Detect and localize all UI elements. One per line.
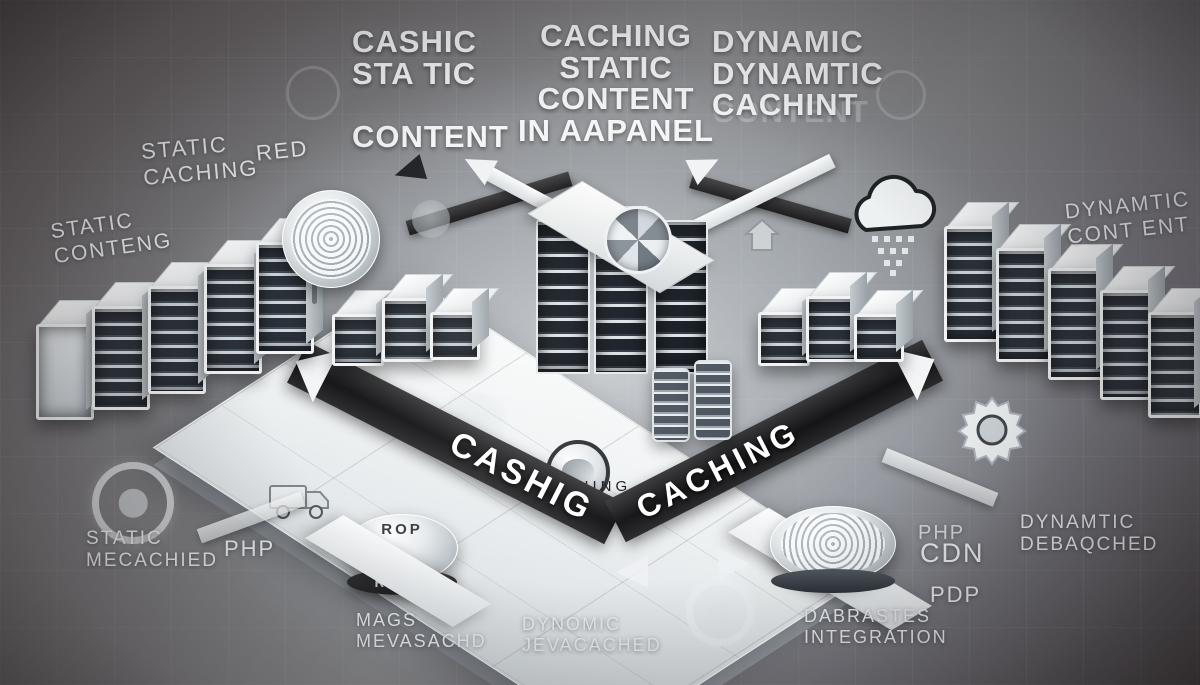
database-disc [770,506,896,593]
badge-emblem-icon-mid [412,200,450,238]
target-ring-icon-center [686,578,754,646]
title-left: CASHIC STA TIC CONTENT [352,24,509,154]
label-dynamtic-content: DYNAMTIC CONT ENT [1063,187,1192,249]
rack-midleft-1 [332,289,404,366]
rack-left-2 [92,281,170,410]
rack-right-3 [1048,243,1124,380]
label-dabrastes-integration: DABRASTES INTEGRATION [804,606,948,648]
rack-left-1 [36,299,114,420]
rack-midright-3 [854,289,924,362]
fan-icon [604,206,672,274]
rack-midleft-2 [382,273,454,362]
house-icon [742,216,782,261]
can-stack-2 [694,360,732,440]
label-php-left: PHP [224,536,276,561]
label-static-caching: STATIC CACHING [139,131,260,190]
arrow-head-up-left [390,154,428,188]
label-dynomic-jevacached: DYNOMIC JEVACACHED [522,614,662,656]
label-dynamtic-debaqched: DYNAMTIC DEBAQCHED [1020,512,1159,556]
rack-midright-1 [758,287,830,366]
rack-left-3 [148,261,226,394]
can-stack-1 [652,368,690,442]
title-right: DYNAMIC DYNAMTIC CACHINT [712,24,884,123]
arrow-head-lower-center-left [616,556,648,588]
label-red: RED [254,135,310,166]
rack-right-1 [944,201,1020,342]
cloud-icon [840,170,950,287]
rack-left-4 [204,239,282,374]
label-static-mecachied: STATIC MECACHIED [86,528,219,572]
gear-icon [956,394,1028,471]
label-cdn: CDN [920,538,985,568]
arrow-head-lower-center-right [718,548,750,580]
label-pdp: PDP [930,582,982,607]
rack-right-2 [996,223,1072,362]
rack-midleft-3 [430,287,500,360]
central-server-tower [527,180,715,374]
label-static-conteng: STATIC CONTENG [49,208,174,268]
rack-right-4 [1100,265,1176,400]
rack-right-5 [1148,287,1200,418]
label-mags-mevasachd: MAGS MEVASACHD [356,610,487,652]
badge-emblem-icon-left [286,66,340,120]
title-center: CACHING STATIC CONTENT IN AAPANEL [518,18,714,148]
disc-stack-top-left [282,190,380,288]
